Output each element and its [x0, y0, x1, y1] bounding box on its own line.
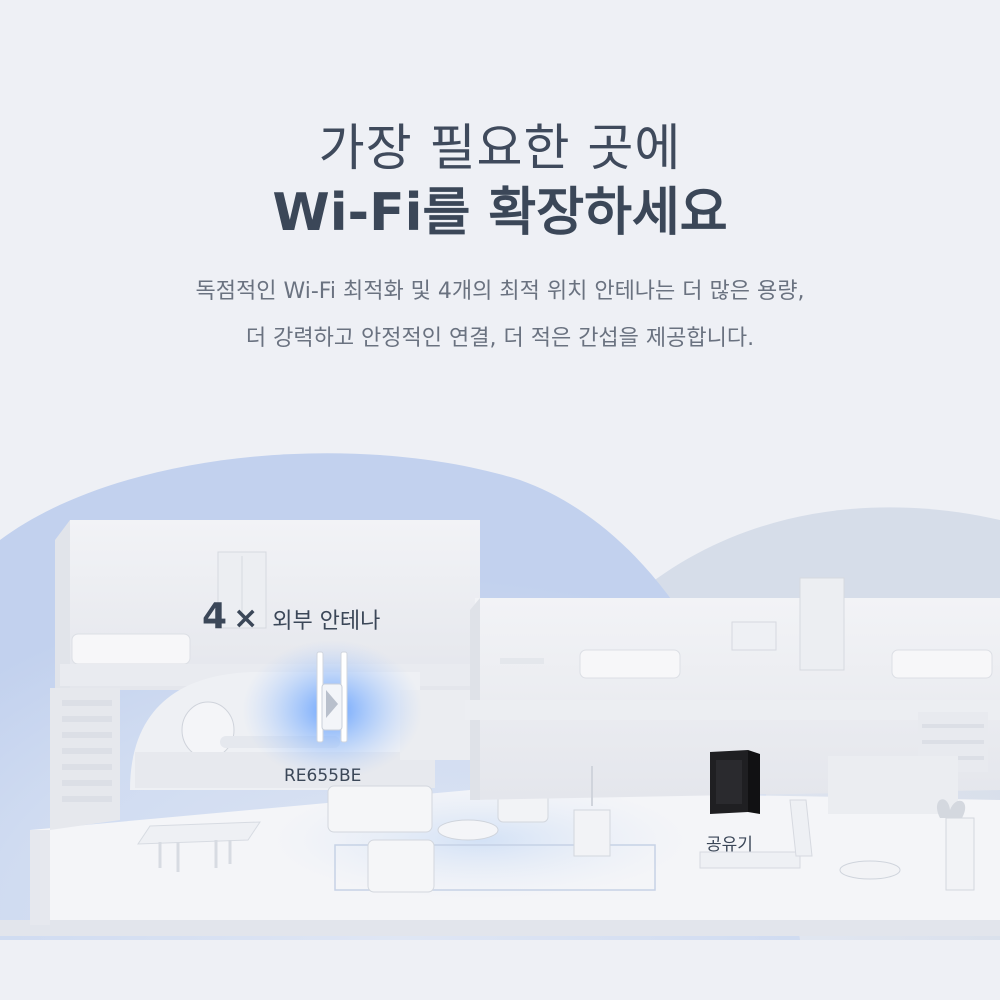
armchair — [367, 839, 435, 893]
side-table — [839, 860, 901, 880]
antenna-count: 4 — [202, 596, 228, 637]
egg-chair — [181, 701, 235, 759]
extender-label: RE655BE — [284, 766, 362, 786]
plant — [936, 799, 966, 818]
bed-right — [579, 649, 681, 679]
router-device — [710, 750, 760, 814]
right-building-wall — [470, 598, 1000, 800]
headline-line1: 가장 필요한 곳에 — [318, 119, 682, 177]
multiply-icon: × — [233, 601, 259, 636]
house-illustration — [0, 453, 1000, 940]
tall-cabinet — [945, 817, 975, 891]
bed-upper-left — [71, 633, 191, 665]
headline-line2: Wi-Fi를 확장하세요 — [272, 183, 728, 243]
coffee-table — [437, 819, 499, 841]
sofa — [327, 785, 433, 833]
extender-device — [316, 651, 348, 743]
description-line2: 더 강력하고 안정적인 연결, 더 적은 간섭을 제공합니다. — [245, 326, 755, 351]
bed-far-right — [891, 649, 993, 679]
wardrobe-right — [799, 577, 845, 671]
floor-edge — [0, 920, 1000, 936]
router-label: 공유기 — [706, 835, 753, 855]
stair-block-left — [50, 688, 120, 830]
description-line1: 독점적인 Wi-Fi 최적화 및 4개의 최적 위치 안테나는 더 많은 용량, — [195, 279, 805, 304]
dining-table — [137, 821, 261, 845]
antenna-text: 외부 안테나 — [272, 609, 381, 634]
antenna-feature-label: 4 × 외부 안테나 — [202, 596, 380, 637]
